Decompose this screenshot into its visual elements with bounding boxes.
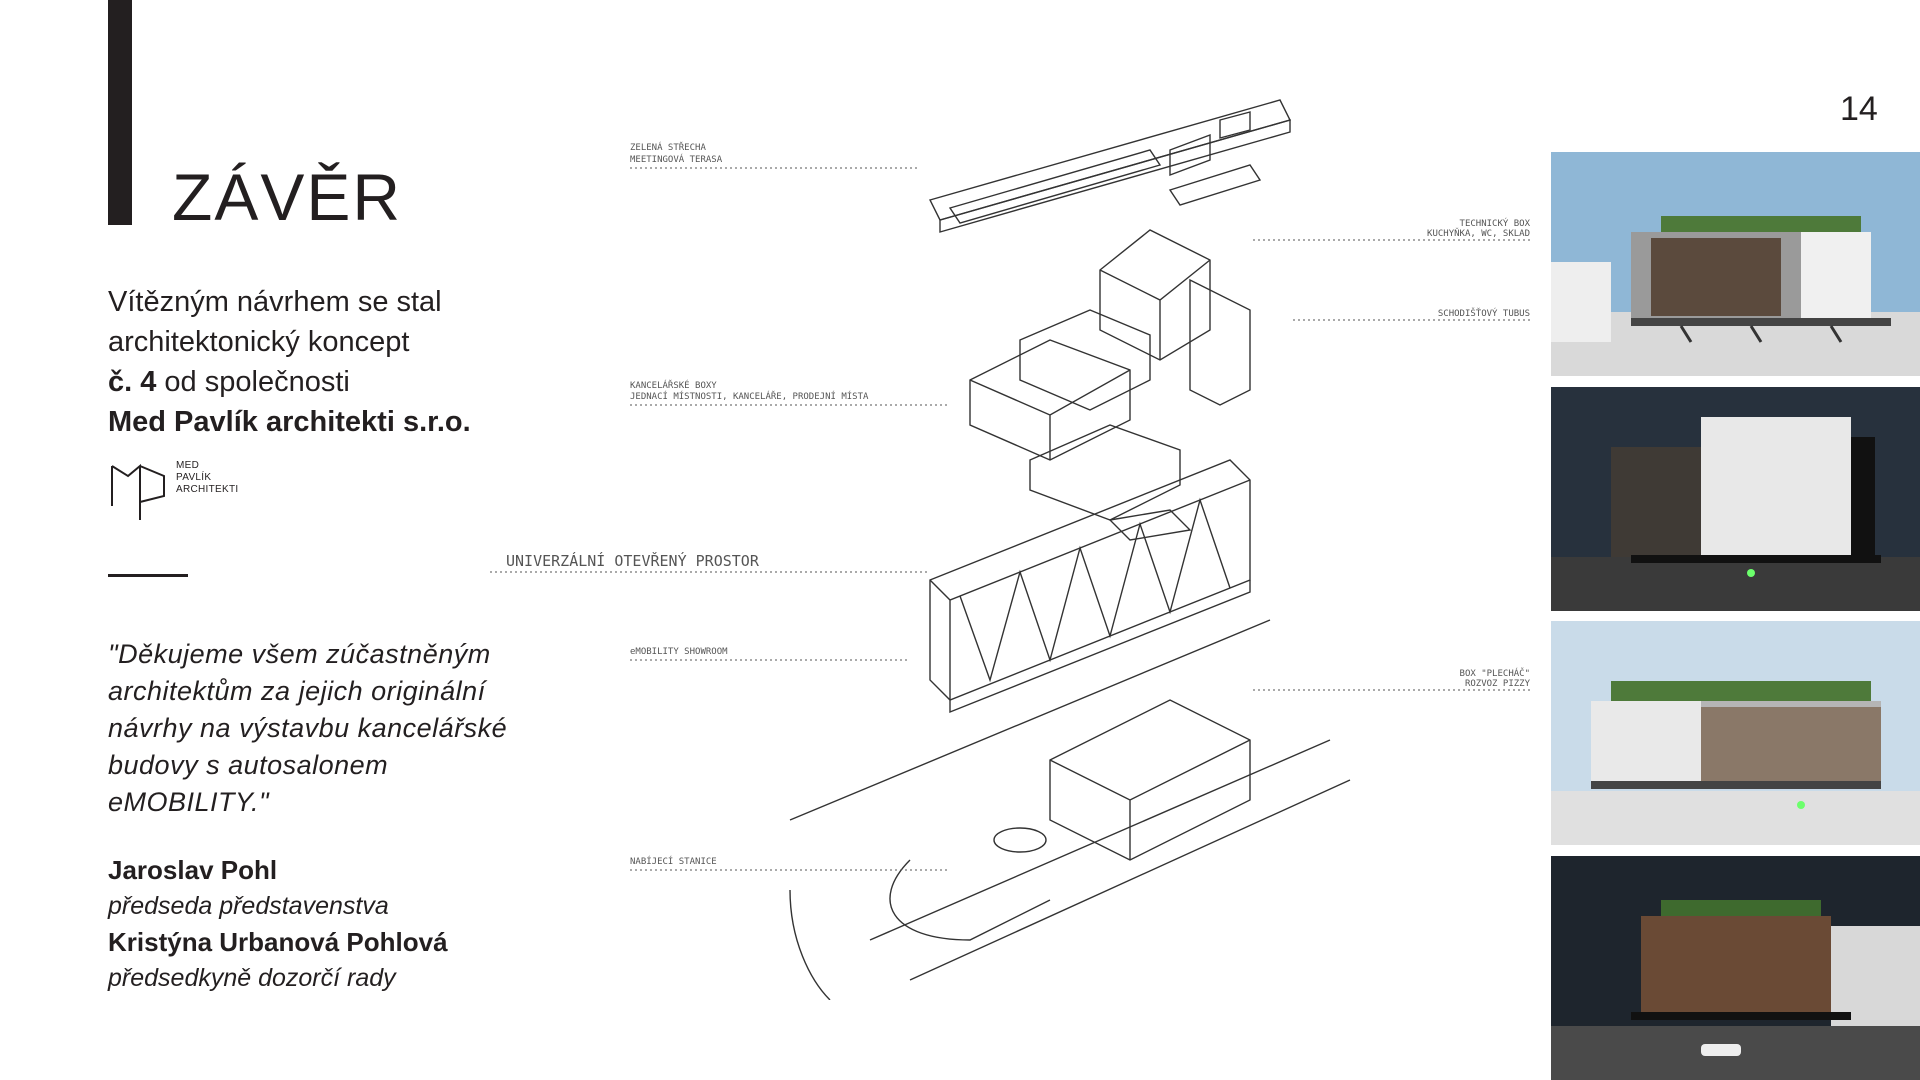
diagram-label-main: UNIVERZÁLNÍ OTEVŘENÝ PROSTOR xyxy=(506,551,760,570)
concept-number: č. 4 xyxy=(108,366,157,398)
logo-mark-icon xyxy=(111,463,165,520)
diagram-label: MEETINGOVÁ TERASA xyxy=(630,153,723,165)
signatory-role: předsedkyně dozorčí rady xyxy=(108,964,396,992)
intro-line: Vítězným návrhem se stal xyxy=(108,286,442,318)
diagram-label: KANCELÁŘSKÉ BOXY xyxy=(630,379,717,391)
signatory-role: předseda představenstva xyxy=(108,892,389,920)
render-thumbnail xyxy=(1551,856,1920,1080)
open-space-layer xyxy=(929,459,1251,714)
ground-level-layer xyxy=(789,619,1351,1000)
diagram-label: KUCHYŇKA, WC, SKLAD xyxy=(1427,227,1530,239)
diagram-label: TECHNICKÝ BOX xyxy=(1460,217,1531,229)
diagram-label: NABÍJECÍ STANICE xyxy=(630,855,717,867)
render-thumbnail xyxy=(1551,387,1920,611)
building-render-overcast xyxy=(1551,621,1920,845)
exploded-axonometric-diagram: ZELENÁ STŘECHA MEETINGOVÁ TERASA KANCELÁ… xyxy=(490,99,1531,1000)
diagram-label: BOX "PLECHÁČ" xyxy=(1460,667,1530,679)
intro-line: č. 4 od společnosti xyxy=(108,362,528,402)
signatory-name: Kristýna Urbanová Pohlová xyxy=(108,927,448,957)
building-render-evening xyxy=(1551,856,1920,1080)
diagram-label: ROZVOZ PIZZY xyxy=(1465,679,1531,689)
diagram-label: SCHODIŠŤOVÝ TUBUS xyxy=(1438,307,1530,319)
intro-line-rest: od společnosti xyxy=(156,366,350,398)
page-number: 14 xyxy=(1840,90,1878,128)
diagram-label: eMOBILITY SHOWROOM xyxy=(630,647,728,657)
divider xyxy=(108,574,188,577)
company-logo: MED PAVLÍK ARCHITEKTI xyxy=(108,458,248,524)
green-roof-layer xyxy=(928,99,1292,233)
render-thumbnail xyxy=(1551,621,1920,845)
diagram-label: JEDNACÍ MÍSTNOSTI, KANCELÁŘE, PRODEJNÍ M… xyxy=(630,390,869,402)
intro-text: Vítězným návrhem se stal architektonický… xyxy=(108,282,528,442)
office-boxes-layer xyxy=(969,309,1181,521)
company-name: Med Pavlík architekti s.r.o. xyxy=(108,406,471,438)
logo-text: MED PAVLÍK ARCHITEKTI xyxy=(176,460,239,495)
accent-bar xyxy=(108,0,132,225)
building-render-day xyxy=(1551,152,1920,376)
building-render-night xyxy=(1551,387,1920,611)
diagram-label: ZELENÁ STŘECHA xyxy=(630,141,706,153)
render-thumbnail xyxy=(1551,152,1920,376)
intro-line: architektonický koncept xyxy=(108,326,410,358)
tech-box-layer xyxy=(1099,229,1251,406)
signatory-name: Jaroslav Pohl xyxy=(108,855,278,885)
page-title: ZÁVĚR xyxy=(172,160,403,234)
quote-text: "Děkujeme všem zúčastněným architektům z… xyxy=(108,639,508,817)
